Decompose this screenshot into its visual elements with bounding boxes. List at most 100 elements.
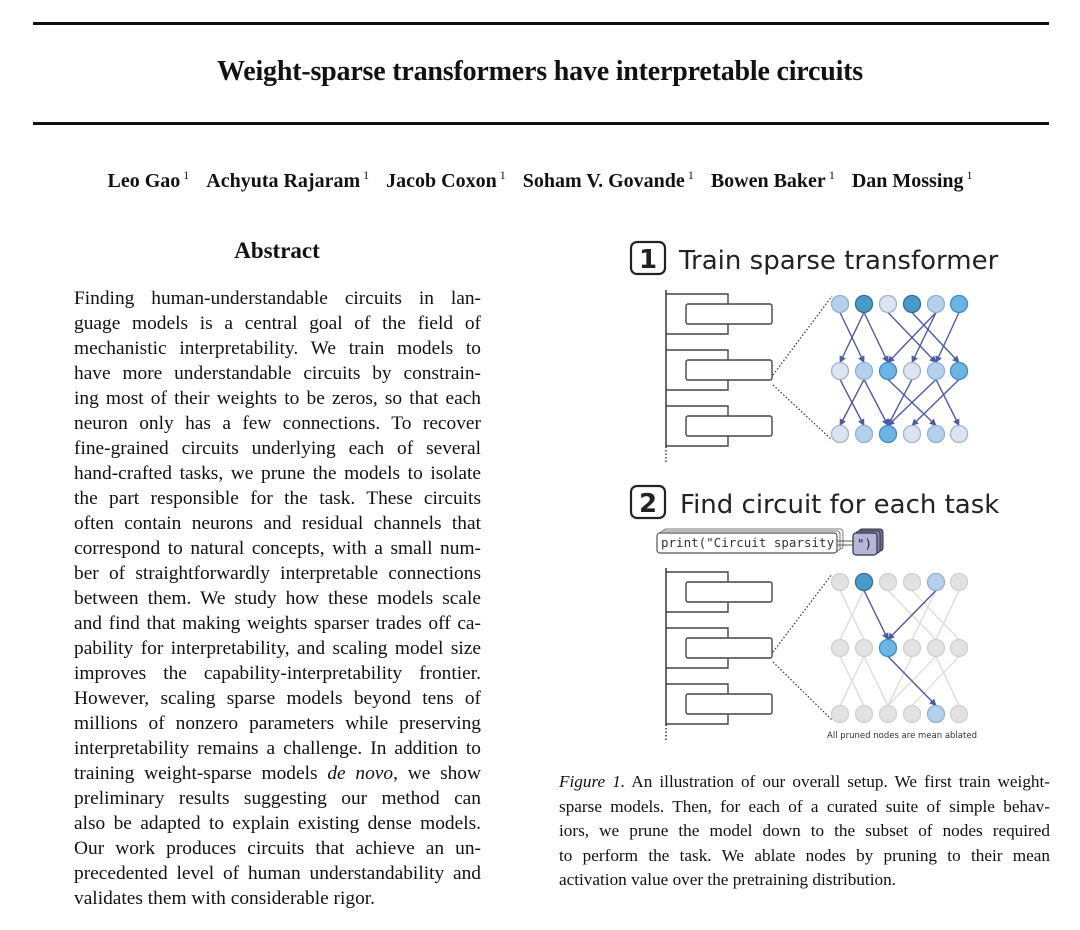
block-connector xyxy=(666,380,729,391)
neuron-node xyxy=(902,361,922,381)
neuron-node xyxy=(926,361,946,381)
caption-line: sparse models. Then, for each of a curat… xyxy=(559,796,1050,816)
abstract-body: Finding human-understandable circuits in… xyxy=(74,286,481,911)
pruned-node xyxy=(902,704,922,724)
sparse-network-diagram xyxy=(772,294,969,444)
zoom-guide xyxy=(772,661,833,721)
affiliation-mark: 1 xyxy=(499,168,506,182)
circuit-edge xyxy=(863,312,889,364)
neuron-node xyxy=(878,361,898,381)
abstract-line: fine-grained circuits underlying each of… xyxy=(74,438,481,459)
neuron-node xyxy=(830,294,850,314)
neuron-node xyxy=(854,294,874,314)
transformer-block xyxy=(685,637,773,659)
circuit-edge xyxy=(935,379,960,427)
neuron-node xyxy=(949,424,969,444)
abstract-line: ber of straightforwardly interpretable c… xyxy=(74,563,481,584)
pruned-edge xyxy=(911,656,960,706)
block-connector xyxy=(666,324,729,335)
circuit-edge xyxy=(839,312,865,364)
neuron-node xyxy=(926,424,946,444)
caption-line: Figure 1. An illustration of our overall… xyxy=(559,772,1051,791)
pruned-node xyxy=(854,704,874,724)
abstract-line: Our work produces circuits that achieve … xyxy=(74,838,481,859)
abstract-line: and find that making weights sparser tra… xyxy=(74,613,481,634)
circuit-edge xyxy=(839,379,865,427)
caption-line: to perform the task. We ablate nodes by … xyxy=(559,845,1050,865)
circuit-edge xyxy=(911,378,960,427)
circuit-edge xyxy=(911,312,960,364)
pruned-node xyxy=(926,638,946,658)
transformer-block xyxy=(685,415,773,437)
step1-number-box xyxy=(629,240,667,276)
abstract-line: precedented level of human understandabi… xyxy=(74,863,481,884)
circuit-edge xyxy=(887,656,937,707)
pruned-node xyxy=(878,572,898,592)
pruned-node xyxy=(949,704,969,724)
pruned-circuit-diagram xyxy=(772,572,969,724)
transformer-block-diagram-2 xyxy=(665,568,773,740)
abstract-line: guage models is a central goal of the fi… xyxy=(74,313,481,334)
block-connector xyxy=(666,714,729,725)
figure-label: Figure 1. xyxy=(559,772,626,791)
circuit-edge xyxy=(887,590,937,641)
pruned-edge xyxy=(911,590,937,640)
block-connector xyxy=(666,602,729,613)
circuit-node xyxy=(926,572,946,592)
pruned-node xyxy=(949,572,969,592)
abstract-line: often contain neurons and residual chann… xyxy=(74,513,481,534)
title-rule-top xyxy=(33,22,1049,25)
transformer-block xyxy=(685,359,773,381)
pruned-node xyxy=(830,704,850,724)
pruned-edge xyxy=(839,656,865,706)
abstract-line: ing most of their weights to be zeros, s… xyxy=(74,388,481,409)
transformer-block xyxy=(685,581,773,603)
pruned-node xyxy=(902,638,922,658)
abstract-line: pability for interpretability, and scali… xyxy=(74,638,481,659)
circuit-edge xyxy=(887,312,937,364)
pruned-nodes-note: All pruned nodes are mean ablated xyxy=(827,731,977,741)
abstract-line: correspond to natural concepts, with a s… xyxy=(74,538,481,559)
block-connector xyxy=(666,683,729,694)
circuit-edge xyxy=(887,379,913,427)
code-suffix-box xyxy=(852,532,878,556)
italic-phrase: de novo xyxy=(327,763,394,784)
neuron-node xyxy=(830,424,850,444)
affiliation-mark: 1 xyxy=(828,168,835,182)
abstract-line: between them. We study how these models … xyxy=(74,588,481,609)
abstract-line: Finding human-understandable circuits in… xyxy=(74,288,481,309)
neuron-node xyxy=(854,361,874,381)
pruned-node xyxy=(854,638,874,658)
neuron-node xyxy=(854,424,874,444)
transformer-block-diagram xyxy=(665,290,773,462)
caption-line: activation value over the pretraining di… xyxy=(559,870,896,889)
affiliation-mark: 1 xyxy=(966,168,973,182)
code-prompt-stack: print("Circuit sparsity ") xyxy=(656,528,884,556)
pruned-edge xyxy=(839,590,865,640)
circuit-edge xyxy=(935,312,960,364)
transformer-block xyxy=(685,303,773,325)
neuron-node xyxy=(949,361,969,381)
abstract-line: preliminary results suggesting our metho… xyxy=(74,788,481,809)
circuit-node xyxy=(926,704,946,724)
circuit-edge xyxy=(863,590,889,641)
zoom-guide xyxy=(772,573,833,653)
abstract-heading: Abstract xyxy=(234,238,320,263)
affiliation-mark: 1 xyxy=(183,168,190,182)
abstract-line: However, scaling sparse models beyond te… xyxy=(74,688,481,709)
affiliation-mark: 1 xyxy=(363,168,370,182)
circuit-edge xyxy=(863,379,889,427)
neuron-node xyxy=(926,294,946,314)
step2-number-box xyxy=(629,484,667,520)
pruned-edge xyxy=(935,590,960,640)
step1-header: 1 Train sparse transformer xyxy=(629,240,999,276)
pruned-node xyxy=(830,572,850,592)
abstract-line: training weight-sparse models de novo, w… xyxy=(74,763,482,784)
abstract-line: also be adapted to explain existing dens… xyxy=(74,813,481,834)
block-connector xyxy=(666,293,729,304)
